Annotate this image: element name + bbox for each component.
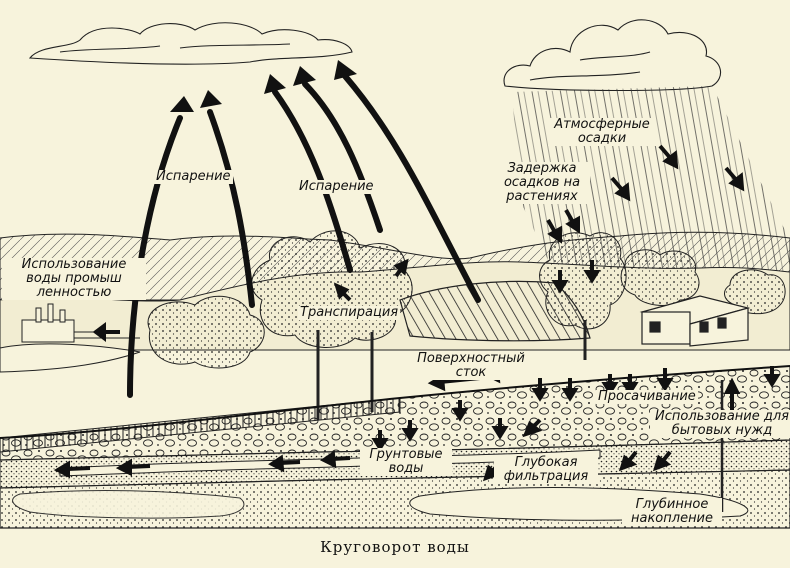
label-industry-use: Использование воды промыш ленностью bbox=[2, 258, 146, 300]
label-industry-line3: ленностью bbox=[36, 285, 112, 300]
cloud-right bbox=[503, 19, 722, 92]
label-groundwater: Грунтовые воды bbox=[360, 448, 452, 476]
evaporation-arrows bbox=[127, 73, 481, 398]
label-evaporation-left: Испарение bbox=[154, 169, 233, 184]
label-deep-filtration: Глубокая фильтрация bbox=[494, 456, 598, 484]
tree-left bbox=[147, 295, 265, 369]
label-deep-filtration-line1: Глубокая bbox=[514, 455, 578, 470]
tree-right bbox=[539, 232, 627, 360]
label-industry-line1: Использование bbox=[21, 257, 127, 272]
lake bbox=[0, 343, 141, 373]
label-runoff-line1: Поверхностный bbox=[417, 351, 525, 366]
label-retention-line3: растениях bbox=[506, 189, 578, 204]
soil-vertical-strip bbox=[0, 397, 401, 453]
house bbox=[639, 295, 751, 347]
label-infiltration: Просачивание bbox=[596, 389, 698, 404]
ground-line bbox=[0, 365, 790, 439]
label-deep-storage-line1: Глубинное bbox=[635, 497, 709, 512]
cloud-left bbox=[28, 22, 353, 65]
label-retention-line1: Задержка bbox=[507, 161, 577, 176]
label-transpiration: Транспирация bbox=[298, 305, 401, 320]
label-domestic-use: Использование для бытовых нужд bbox=[650, 410, 790, 438]
label-industry-line2: воды промыш bbox=[26, 271, 122, 286]
label-domestic-line2: бытовых нужд bbox=[671, 423, 773, 438]
label-domestic-line1: Использование для bbox=[655, 409, 789, 424]
tree-far-right bbox=[620, 249, 786, 315]
label-deep-filtration-line2: фильтрация bbox=[503, 469, 589, 484]
label-surface-runoff: Поверхностный сток bbox=[408, 352, 534, 380]
label-retention-line2: осадков на bbox=[503, 175, 581, 190]
label-precipitation: Атмосферные осадки bbox=[548, 118, 656, 146]
flow-arrows bbox=[53, 144, 781, 482]
label-deep-storage-line2: накопление bbox=[630, 511, 714, 526]
label-evaporation-right: Испарение bbox=[297, 179, 376, 194]
label-runoff-line2: сток bbox=[455, 365, 487, 380]
label-precip-line1: Атмосферные bbox=[554, 117, 650, 132]
figure-caption: Круговорот воды bbox=[320, 538, 470, 556]
label-precip-line2: осадки bbox=[577, 131, 627, 146]
label-deep-storage: Глубинное накопление bbox=[622, 498, 722, 526]
label-groundwater-line2: воды bbox=[388, 461, 424, 476]
label-retention: Задержка осадков на растениях bbox=[494, 162, 590, 204]
deep-rock-lens-2 bbox=[12, 490, 245, 519]
tree-cluster-center bbox=[251, 230, 413, 420]
evaporation-arrow-heads bbox=[170, 60, 357, 112]
label-groundwater-line1: Грунтовые bbox=[369, 447, 443, 462]
